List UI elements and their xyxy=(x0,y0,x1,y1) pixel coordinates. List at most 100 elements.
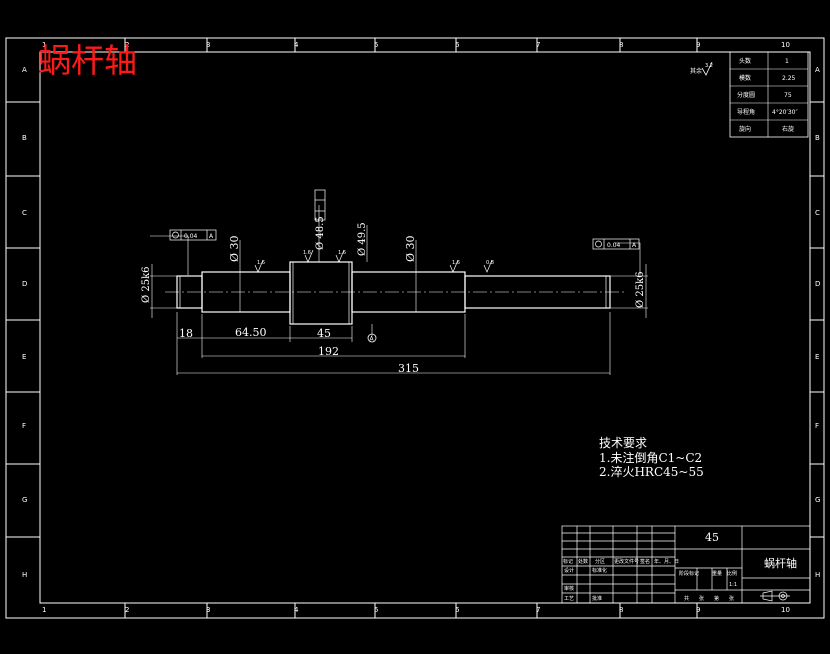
params-table: 头数 1 模数 2.25 分度圆 75 导程角 4°20′30″ 旋向 右旋 xyxy=(729,51,809,138)
inner-frame xyxy=(39,51,811,604)
zone-top-2: 2 xyxy=(125,41,129,49)
dim-192: 192 xyxy=(318,345,339,358)
tb-cell: 标记 xyxy=(563,558,573,565)
tolerance-frame-right: 0.04 A xyxy=(592,238,640,250)
tech-requirements: 技术要求 1.未注倒角C1~C2 2.淬火HRC45~55 xyxy=(599,436,704,479)
zone-bottom-8: 8 xyxy=(619,606,623,614)
roughness-symbol-icon xyxy=(701,61,713,76)
param-label: 模数 xyxy=(739,74,751,82)
dim-left-shaft-dia: Ø 25k6 xyxy=(141,266,152,303)
tb-sheet-no: 第 xyxy=(714,595,719,602)
tb-sheet-unit: 张 xyxy=(699,595,704,602)
param-value: 2.25 xyxy=(782,75,796,82)
zone-bottom-10: 10 xyxy=(781,606,790,614)
tb-design: 设计 xyxy=(564,567,574,574)
tolerance-left-ref: A xyxy=(209,233,214,240)
zone-right-e: E xyxy=(815,353,819,361)
tb-standard: 标准化 xyxy=(592,567,607,574)
param-value: 1 xyxy=(785,58,789,65)
tb-scale: 比例 xyxy=(727,570,737,577)
zone-top-6: 6 xyxy=(455,41,460,49)
param-value: 右旋 xyxy=(782,125,794,133)
tb-process: 工艺 xyxy=(564,596,574,602)
dim-64-50: 64.50 xyxy=(235,326,267,339)
tb-review: 审核 xyxy=(564,585,574,592)
zone-left-e: E xyxy=(22,353,26,361)
tb-scale-value: 1:1 xyxy=(729,582,737,588)
roughness-mark: 1.6 xyxy=(338,250,346,256)
tb-stage: 阶段标记 xyxy=(679,570,699,577)
tech-line-1: 1.未注倒角C1~C2 xyxy=(599,450,702,465)
surface-roughness-marks xyxy=(254,249,493,273)
zone-right-f: F xyxy=(815,422,819,430)
zone-top-8: 8 xyxy=(619,41,623,49)
roughness-mark: 1.6 xyxy=(303,250,311,256)
zone-right-b: B xyxy=(815,134,820,142)
zone-bottom-5: 5 xyxy=(374,606,378,614)
dim-18: 18 xyxy=(179,327,193,340)
tb-sheet-total: 共 xyxy=(684,595,689,602)
param-value: 4°20′30″ xyxy=(772,109,798,116)
zone-left-f: F xyxy=(22,422,26,430)
roughness-value: 3.2 xyxy=(705,63,713,69)
zone-bottom-7: 7 xyxy=(536,606,540,614)
tb-cell: 处数 xyxy=(578,558,588,565)
roughness-mark: 1.6 xyxy=(257,260,265,266)
zone-top-5: 5 xyxy=(374,41,378,49)
roughness-note: 其余 xyxy=(690,67,702,75)
zone-left-d: D xyxy=(22,280,27,288)
tb-part-name: 蜗杆轴 xyxy=(764,556,797,570)
zone-top-4: 4 xyxy=(294,41,299,49)
dim-right-body-dia: Ø 30 xyxy=(404,235,417,262)
tech-line-2: 2.淬火HRC45~55 xyxy=(599,464,704,479)
zone-bottom-4: 4 xyxy=(294,606,299,614)
tb-cell: 分区 xyxy=(595,558,605,565)
tb-approve: 批准 xyxy=(592,595,602,602)
zone-bottom-9: 9 xyxy=(696,606,700,614)
datum-icon xyxy=(367,333,377,343)
tech-heading: 技术要求 xyxy=(599,436,647,450)
runout-icon xyxy=(172,231,179,239)
zone-left-b: B xyxy=(22,134,27,142)
worm-shaft xyxy=(176,261,611,325)
zone-bottom-6: 6 xyxy=(455,606,460,614)
title-block xyxy=(561,525,811,604)
outer-frame xyxy=(5,37,825,619)
zone-bottom-2: 2 xyxy=(125,606,129,614)
tb-weight: 重量 xyxy=(712,570,722,577)
zone-ticks xyxy=(6,38,824,618)
runout-icon xyxy=(595,240,602,248)
tolerance-left-value: 0.04 xyxy=(184,233,198,240)
zone-left-c: C xyxy=(22,209,27,217)
tolerance-right-ref: A xyxy=(632,242,637,249)
tb-cell: 年、月、日 xyxy=(654,558,679,565)
dim-45: 45 xyxy=(317,327,331,340)
zone-right-d: D xyxy=(815,280,820,288)
zone-bottom-1: 1 xyxy=(42,606,46,614)
param-label: 分度圆 xyxy=(737,91,755,99)
dim-315: 315 xyxy=(398,362,419,375)
projection-symbol-icon xyxy=(760,590,790,602)
tb-sheet-unit2: 张 xyxy=(729,595,734,602)
zone-top-7: 7 xyxy=(536,41,540,49)
tb-cell: 签名 xyxy=(640,558,650,565)
dim-right-shaft-dia: Ø 25k6 xyxy=(635,271,646,308)
datum-label: A xyxy=(370,336,375,343)
zone-right-a: A xyxy=(815,66,820,74)
zone-right-c: C xyxy=(815,209,820,217)
tb-material: 45 xyxy=(705,531,719,544)
param-value: 75 xyxy=(784,92,792,99)
zone-top-1: 1 xyxy=(42,41,46,49)
roughness-mark: 0.8 xyxy=(486,260,494,266)
dim-left-body-dia: Ø 30 xyxy=(228,235,241,262)
tolerance-frame-worm xyxy=(314,189,326,221)
param-label: 旋向 xyxy=(739,125,751,133)
drawing-title: 蜗杆轴 xyxy=(38,41,137,80)
zone-right-h: H xyxy=(815,571,820,579)
dim-worm-dia-2: Ø 49.5 xyxy=(357,222,368,256)
zone-top-9: 9 xyxy=(696,41,700,49)
tolerance-frame-left: 0.04 A xyxy=(169,229,217,241)
tb-cell: 更改文件号 xyxy=(614,558,639,565)
tolerance-right-value: 0.04 xyxy=(607,242,621,249)
